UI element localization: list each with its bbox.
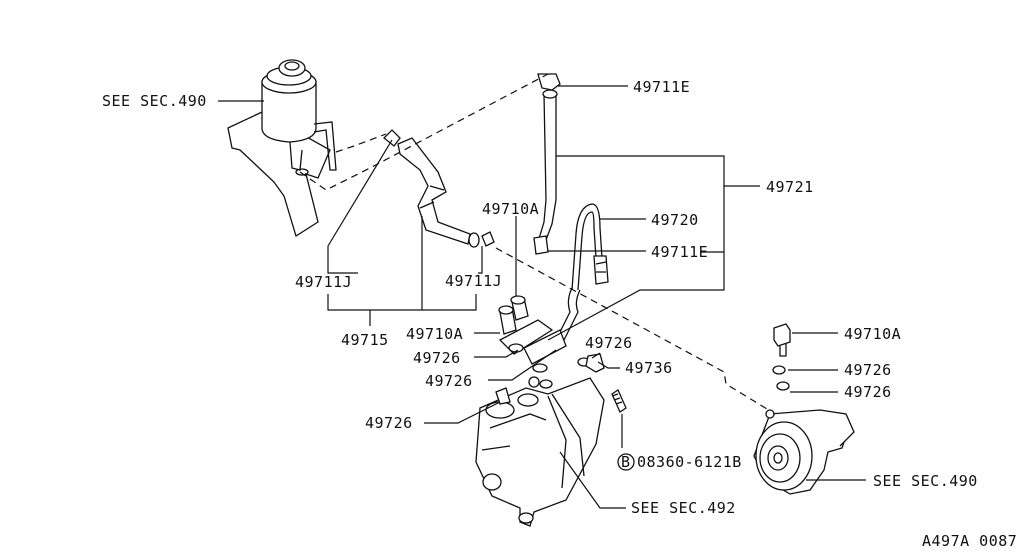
label-49711e-mid: 49711E — [651, 243, 708, 261]
label-49710a-mid: 49710A — [482, 200, 539, 218]
label-49710a-right: 49710A — [844, 325, 901, 343]
label-49726-a: 49726 — [413, 349, 461, 367]
pressure-pipe — [548, 203, 609, 351]
label-see-sec-492: SEE SEC.492 — [631, 499, 736, 517]
label-49726-r2: 49726 — [844, 383, 892, 401]
label-49710a-left: 49710A — [406, 325, 463, 343]
dashed-connection-lines — [299, 73, 773, 413]
label-49711j-right: 49711J — [445, 272, 502, 290]
label-49726-d: 49726 — [365, 414, 413, 432]
label-see-sec-490-bottom: SEE SEC.490 — [873, 472, 978, 490]
label-49721: 49721 — [766, 178, 814, 196]
reservoir-tank — [227, 59, 337, 238]
label-see-sec-490-top: SEE SEC.490 — [102, 92, 207, 110]
label-49711j-left: 49711J — [295, 273, 352, 291]
label-49720: 49720 — [651, 211, 699, 229]
part-labels: SEE SEC.490 49711E 49721 49710A 49720 49… — [102, 78, 1017, 550]
label-49715: 49715 — [341, 331, 389, 349]
steering-gear-box — [475, 376, 605, 527]
return-hose — [383, 129, 495, 248]
leader-lines — [218, 85, 866, 509]
union-fittings — [498, 295, 627, 413]
label-bolt-symbol: B — [621, 453, 631, 471]
label-49711e-top: 49711E — [633, 78, 690, 96]
pump-hardware — [772, 323, 791, 391]
pressure-hose-upper — [533, 73, 561, 255]
label-49726-r1: 49726 — [844, 361, 892, 379]
power-steering-pump — [753, 409, 855, 495]
label-bolt-code: 08360-6121B — [637, 453, 742, 471]
bolt-symbol-circle — [617, 453, 635, 471]
label-49736: 49736 — [625, 359, 673, 377]
label-49726-b: 49726 — [425, 372, 473, 390]
figure-code: A497A 0087 — [922, 532, 1017, 550]
label-49726-c: 49726 — [585, 334, 633, 352]
